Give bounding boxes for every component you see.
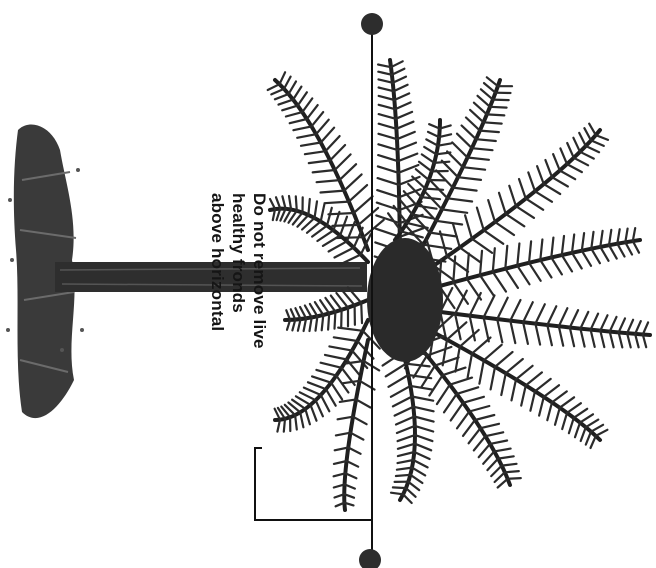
guide-bottom-pin xyxy=(359,549,381,568)
callout-line xyxy=(255,448,372,520)
annotation-line-1: Do not remove live xyxy=(249,193,270,375)
annotation-line-2: healthy fronds xyxy=(228,193,249,375)
annotation-line-3: above horizontal xyxy=(207,193,228,375)
crown-center xyxy=(367,238,443,362)
guide-top-pin xyxy=(361,13,383,35)
pruning-annotation: Do not remove live healthy fronds above … xyxy=(204,193,270,375)
